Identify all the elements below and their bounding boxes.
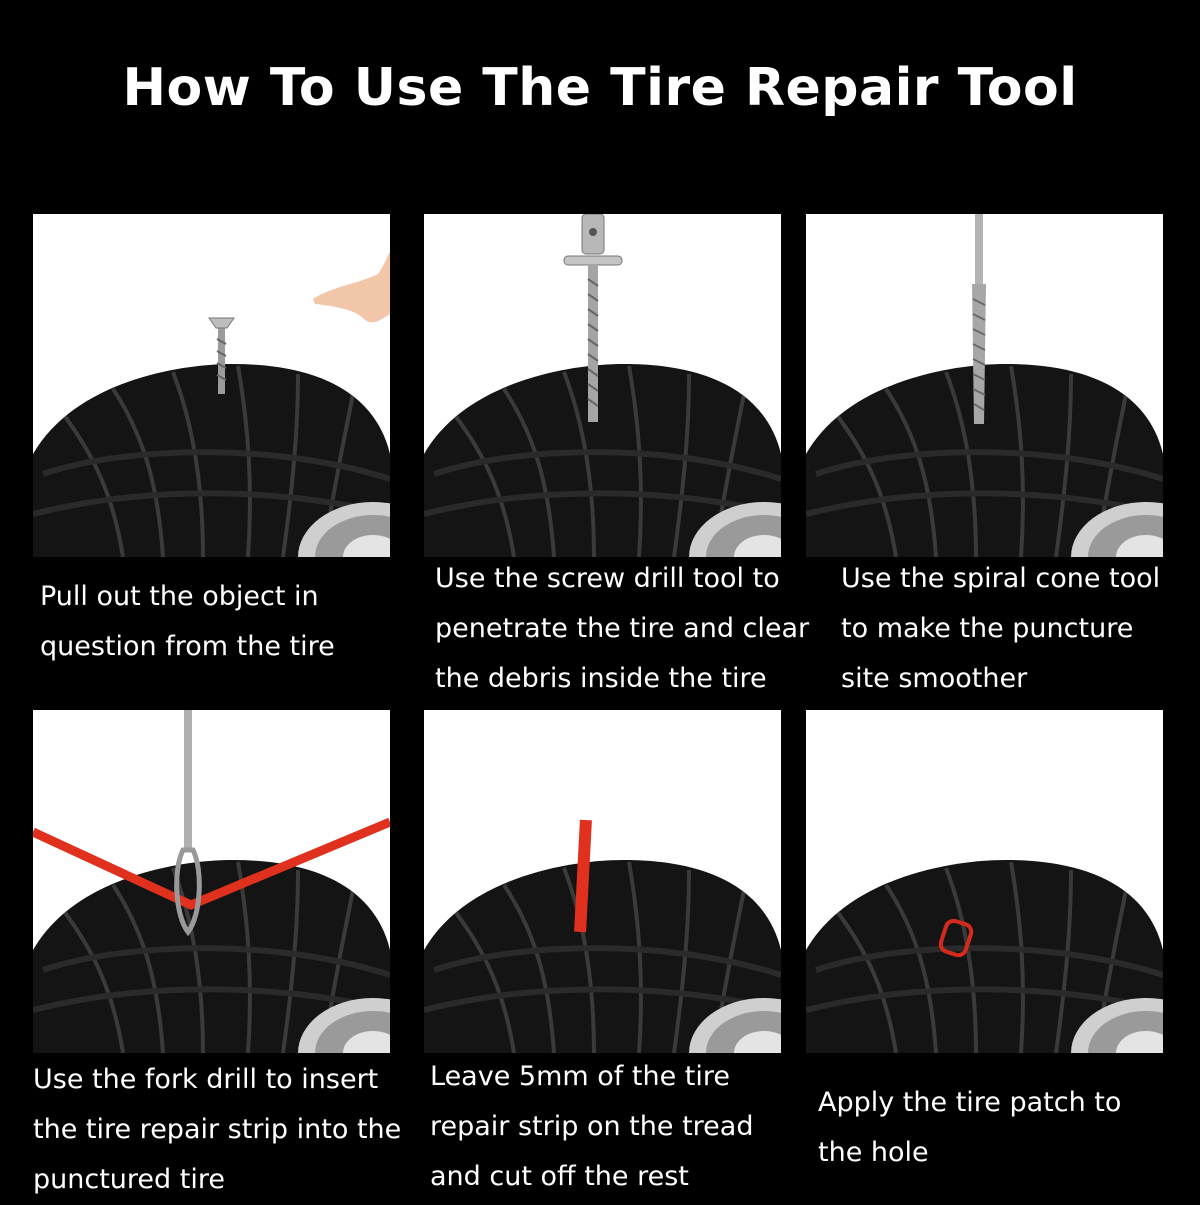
- step-1-image: [33, 214, 390, 557]
- step-2-caption: Use the screw drill tool to penetrate th…: [435, 563, 810, 694]
- step-4-image: [33, 710, 390, 1053]
- screw-drill-tool-icon: [563, 214, 623, 422]
- step-3-caption: Use the spiral cone tool to make the pun…: [841, 563, 1161, 694]
- repair-strip-icon: [574, 819, 592, 933]
- tire-patch-icon: [938, 918, 974, 958]
- step-1-caption: Pull out the object in question from the…: [40, 581, 335, 662]
- hand-icon: [313, 252, 390, 323]
- step-6-caption: Apply the tire patch to the hole: [818, 1087, 1122, 1168]
- step-5-caption: Leave 5mm of the tire repair strip on th…: [430, 1061, 754, 1192]
- screw-icon: [208, 317, 235, 394]
- step-6-image: [806, 710, 1163, 1053]
- repair-strip-icon: [33, 817, 390, 910]
- step-4-caption: Use the fork drill to insert the tire re…: [33, 1064, 402, 1195]
- spiral-cone-tool-icon: [972, 214, 986, 424]
- step-2-image: [424, 214, 781, 557]
- step-5-image: [424, 710, 781, 1053]
- fork-drill-icon: [174, 710, 202, 937]
- step-3-image: [806, 214, 1163, 557]
- page-title: How To Use The Tire Repair Tool: [122, 58, 1078, 118]
